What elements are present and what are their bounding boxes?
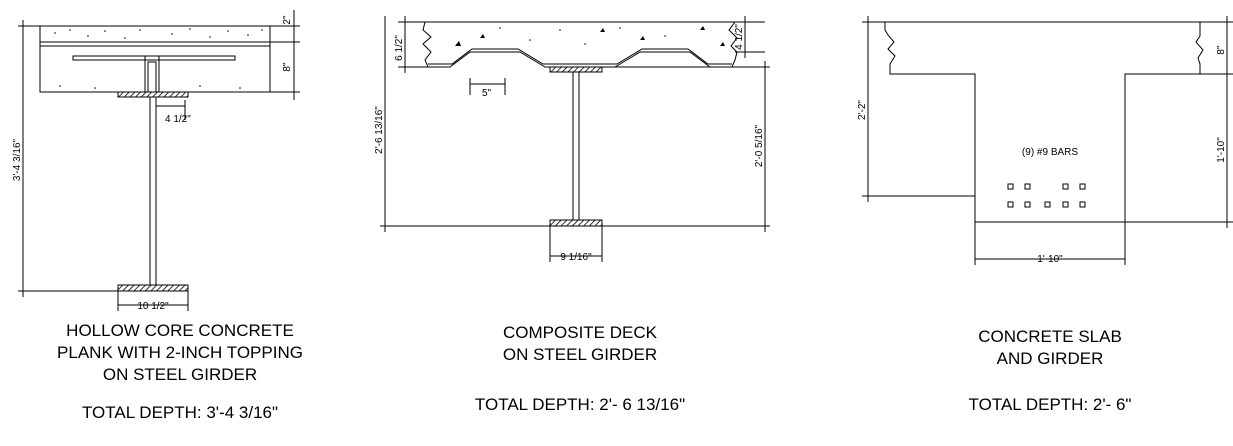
top-flange [549, 66, 603, 73]
girder-web [572, 71, 580, 221]
section-composite-deck [380, 16, 770, 262]
dim-deck-right: 4 1/2" [734, 24, 745, 50]
dim-width: 1'-10" [1037, 254, 1063, 265]
dim-topping: 2" [282, 15, 293, 25]
caption-line: CONCRETE SLAB [978, 327, 1122, 346]
total-depth-3: TOTAL DEPTH: 2'- 6" [968, 395, 1132, 414]
section-hollow-core [18, 10, 300, 311]
dim-stem: 1'-10" [1216, 137, 1227, 163]
topping-layer [39, 25, 271, 43]
rebar-group [1007, 183, 1086, 208]
caption-line: AND GIRDER [996, 349, 1104, 368]
top-flange [117, 91, 189, 98]
bars-label: (9) #9 BARS [1022, 147, 1078, 158]
dim-web-offset: 4 1/2" [165, 114, 191, 125]
composite-deck [422, 21, 738, 68]
girder-web [149, 96, 157, 286]
dim-slab: 8" [1216, 45, 1227, 55]
caption-line: PLANK WITH 2-INCH TOPPING [57, 343, 303, 362]
total-depth-1: TOTAL DEPTH: 3'-4 3/16" [81, 403, 279, 422]
dim-rib: 5" [482, 88, 492, 99]
caption-line: COMPOSITE DECK [503, 323, 657, 342]
section-hollow-core-labels: 2" 8" 3'-4 3/16" 4 1/2" 10 1/2" [12, 15, 293, 312]
dim-overall-3: 2'-2" [857, 100, 868, 120]
hollow-core-plank [39, 41, 271, 93]
caption-line: ON STEEL GIRDER [102, 365, 258, 384]
dim-flange-2: 9 1/16" [560, 252, 592, 263]
section-concrete-slab-labels: (9) #9 BARS 2'-2" 8" 1'-10" 1'-10" [857, 45, 1227, 265]
bottom-flange [549, 219, 603, 227]
bottom-flange [117, 284, 189, 292]
caption-composite-deck: COMPOSITE DECK ON STEEL GIRDER TOTAL DEP… [420, 322, 740, 416]
dim-overall-1: 3'-4 3/16" [12, 138, 23, 181]
section-composite-deck-labels: 6 1/2" 4 1/2" 2'-6 13/16" 2'-0 5/16" 5" … [374, 24, 765, 263]
dim-deck-left: 6 1/2" [394, 35, 405, 61]
tee-beam [884, 21, 1204, 223]
caption-line: ON STEEL GIRDER [502, 345, 658, 364]
total-depth-2: TOTAL DEPTH: 2'- 6 13/16" [474, 395, 686, 414]
dim-overall-2: 2'-6 13/16" [374, 106, 385, 154]
caption-hollow-core: HOLLOW CORE CONCRETE PLANK WITH 2-INCH T… [20, 320, 340, 424]
caption-line: HOLLOW CORE CONCRETE [66, 321, 294, 340]
section-concrete-slab [862, 16, 1233, 265]
dim-plank: 8" [282, 62, 293, 72]
caption-concrete-slab: CONCRETE SLAB AND GIRDER TOTAL DEPTH: 2'… [890, 326, 1210, 416]
dim-girder-2: 2'-0 5/16" [754, 124, 765, 167]
dim-flange-1: 10 1/2" [137, 301, 169, 312]
